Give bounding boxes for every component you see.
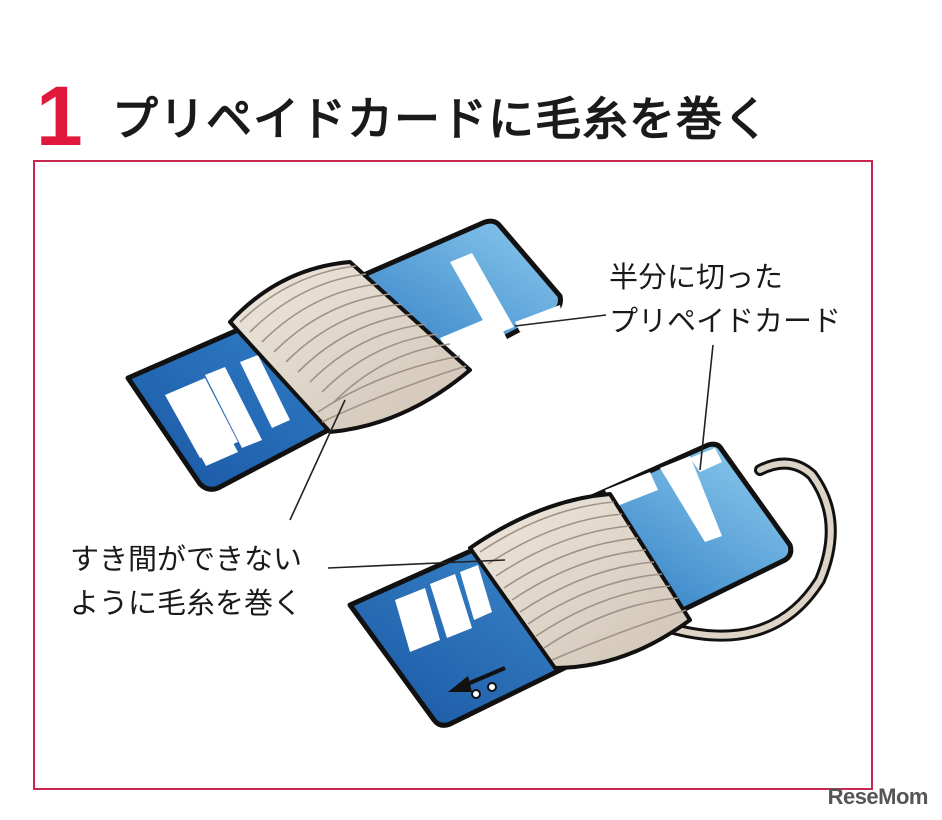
resemom-logo: ReseMom xyxy=(827,784,929,809)
callout-line: ように毛糸を巻く xyxy=(70,586,303,620)
leader-lines xyxy=(289,314,714,569)
step-number: 1 xyxy=(36,69,83,163)
prepaid-card-top xyxy=(125,218,563,492)
callout-prepaid-card: 半分に切った プリペイドカード xyxy=(609,255,841,343)
callout-line: プリペイドカード xyxy=(609,304,842,338)
callout-wrap-yarn: すき間ができない ように毛糸を巻く xyxy=(70,537,302,625)
prepaid-card-bottom xyxy=(347,441,837,728)
callout-line: すき間ができない xyxy=(70,542,303,576)
arrow-left-icon xyxy=(448,666,506,699)
callout-line: 半分に切った xyxy=(609,260,784,294)
illustration-frame xyxy=(33,160,873,790)
step-title: プリペイドカードに毛糸を巻く xyxy=(112,92,770,146)
